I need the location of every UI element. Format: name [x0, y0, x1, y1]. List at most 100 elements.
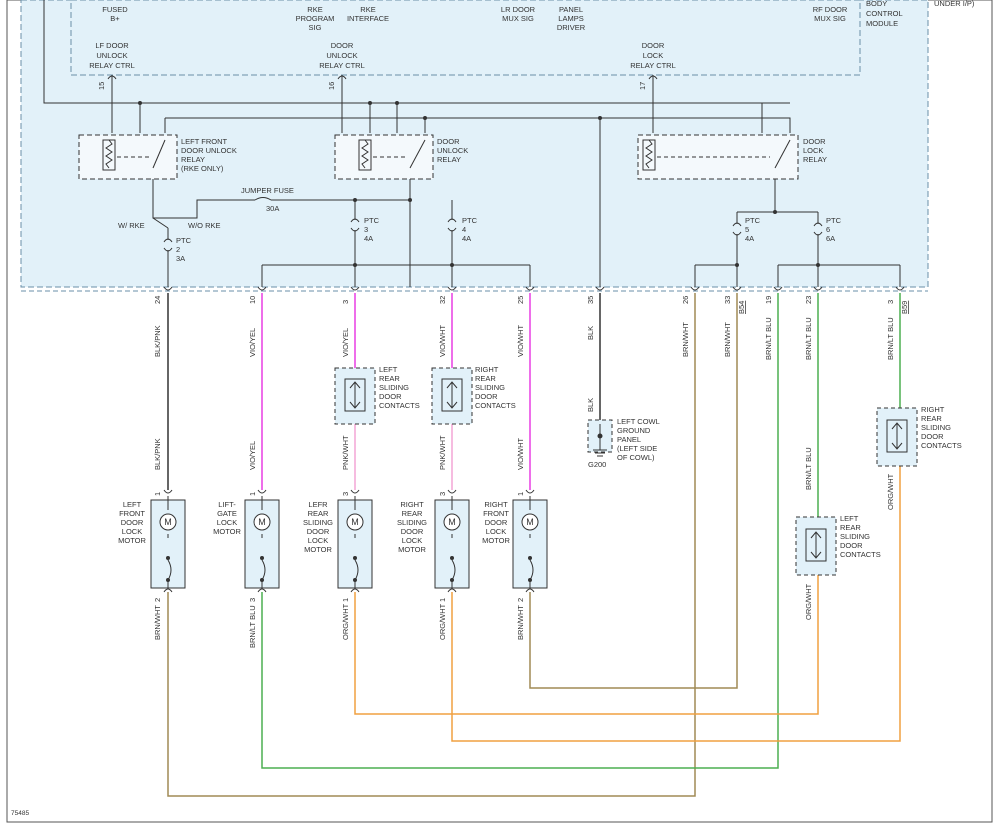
lr-motor-4: DOOR [307, 527, 330, 536]
wo-rke-label: W/O RKE [188, 221, 221, 230]
diagram-frame [6, 0, 993, 823]
wire-23: BRN/LT BLU [804, 317, 813, 360]
rr-motor-4: DOOR [401, 527, 424, 536]
lr-bot-wire: ORG/WHT [341, 603, 350, 640]
label-door-unlock-ctrl-1: DOOR [331, 41, 354, 50]
ptc4-3: 4A [462, 234, 471, 243]
ptc6-2: 6 [826, 225, 830, 234]
lr-motor-2: REAR [308, 509, 329, 518]
wire-lg-mid: VIO/YEL [248, 441, 257, 470]
svg-text:M: M [448, 517, 456, 527]
ptc4-1: PTC [462, 216, 478, 225]
label-rke-iface-2: INTERFACE [347, 14, 389, 23]
lg-motor-3: LOCK [217, 518, 237, 527]
ptc2-2: 2 [176, 245, 180, 254]
ptc5-1: PTC [745, 216, 761, 225]
wire-23-low: ORG/WHT [804, 583, 813, 620]
cpin-25: 25 [516, 296, 525, 304]
label-bcm-2: CONTROL [866, 9, 903, 18]
wire-rf-mid: VIO/WHT [516, 438, 525, 470]
cpin-3b: 3 [886, 300, 895, 304]
pin-15: 15 [97, 82, 106, 90]
rr-contacts-right-3: SLIDING [921, 423, 951, 432]
cpin-10: 10 [248, 296, 257, 304]
pin-16: 16 [327, 82, 336, 90]
lg-bot-wire: BRN/LT BLU [248, 605, 257, 648]
lr-contacts-top-2: REAR [379, 374, 400, 383]
rr-contacts-right-4: DOOR [921, 432, 944, 441]
lr-bot-pin: 1 [341, 598, 350, 602]
wire-24: BLK/PNK [153, 325, 162, 357]
lf-bot-pin: 2 [153, 598, 162, 602]
lg-motor-4: MOTOR [213, 527, 241, 536]
lr-motor-1: LEFR [308, 500, 328, 509]
label-under-ip: UNDER I/P) [934, 0, 975, 8]
svg-text:M: M [351, 517, 359, 527]
ptc2-3: 3A [176, 254, 185, 263]
ground-id: G200 [588, 460, 606, 469]
rr-contacts-top-4: DOOR [475, 392, 498, 401]
lr-motor-6: MOTOR [304, 545, 332, 554]
rr-bot-pin: 1 [438, 598, 447, 602]
rf-motor-2: FRONT [483, 509, 509, 518]
ptc5-2: 5 [745, 225, 749, 234]
relay-lf-unlock-1: LEFT FRONT [181, 137, 228, 146]
ground-label-4: (LEFT SIDE [617, 444, 657, 453]
svg-text:M: M [526, 517, 534, 527]
relay-unlock-1: DOOR [437, 137, 460, 146]
ptc5-3: 4A [745, 234, 754, 243]
lg-motor-2: GATE [217, 509, 237, 518]
cpin-23: 23 [804, 296, 813, 304]
lr-contacts-right-3: SLIDING [840, 532, 870, 541]
label-rke-prog-2: PROGRAM [296, 14, 335, 23]
ground-label-1: LEFT COWL [617, 417, 660, 426]
connector-b59: B59 [900, 301, 909, 314]
rr-motor-2: REAR [402, 509, 423, 518]
label-door-unlock-ctrl-3: RELAY CTRL [319, 61, 365, 70]
figure-id: 75485 [11, 810, 29, 817]
wire-3b: BRN/LT BLU [886, 317, 895, 360]
cpin-33: 33 [723, 296, 732, 304]
lr-contacts-top-3: SLIDING [379, 383, 409, 392]
cpin-26: 26 [681, 296, 690, 304]
rr-motor-3: SLIDING [397, 518, 427, 527]
lg-motor-1: LIFT- [218, 500, 236, 509]
rr-top-pin: 3 [438, 492, 447, 496]
label-rf-mux-2: MUX SIG [814, 14, 846, 23]
body-control-module [70, 0, 861, 76]
ptc4-2: 4 [462, 225, 466, 234]
ptc3-1: PTC [364, 216, 380, 225]
rf-motor-4: LOCK [486, 527, 506, 536]
pin-17: 17 [638, 82, 647, 90]
jumper-fuse-label: JUMPER FUSE [241, 186, 294, 195]
cpin-32: 32 [438, 296, 447, 304]
svg-text:M: M [164, 517, 172, 527]
wire-32: VIO/WHT [438, 325, 447, 357]
label-lr-mux-2: MUX SIG [502, 14, 534, 23]
rf-bot-wire: BRN/WHT [516, 605, 525, 640]
label-rke-prog-3: SIG [309, 23, 322, 32]
ptc2-1: PTC [176, 236, 192, 245]
label-panel-lamps-1: PANEL [559, 5, 583, 14]
lr-motor-5: LOCK [308, 536, 328, 545]
relay-lf-unlock-3: RELAY [181, 155, 205, 164]
svg-text:M: M [258, 517, 266, 527]
rr-motor-6: MOTOR [398, 545, 426, 554]
cpin-3a: 3 [341, 300, 350, 304]
label-door-unlock-ctrl-2: UNLOCK [326, 51, 357, 60]
label-bcm-3: MODULE [866, 19, 898, 28]
ptc3-2: 3 [364, 225, 368, 234]
lg-top-pin: 1 [248, 492, 257, 496]
label-door-lock-ctrl-2: LOCK [643, 51, 663, 60]
lf-motor-3: DOOR [121, 518, 144, 527]
rr-contacts-right-5: CONTACTS [921, 441, 962, 450]
lf-motor-5: MOTOR [118, 536, 146, 545]
rf-motor-1: RIGHT [484, 500, 508, 509]
rr-contacts-right-2: REAR [921, 414, 942, 423]
label-rke-iface-1: RKE [360, 5, 375, 14]
wire-33: BRN/WHT [723, 322, 732, 357]
label-rke-prog-1: RKE [307, 5, 322, 14]
rr-motor-5: LOCK [402, 536, 422, 545]
lr-contacts-right-5: CONTACTS [840, 550, 881, 559]
lr-contacts-top-4: DOOR [379, 392, 402, 401]
